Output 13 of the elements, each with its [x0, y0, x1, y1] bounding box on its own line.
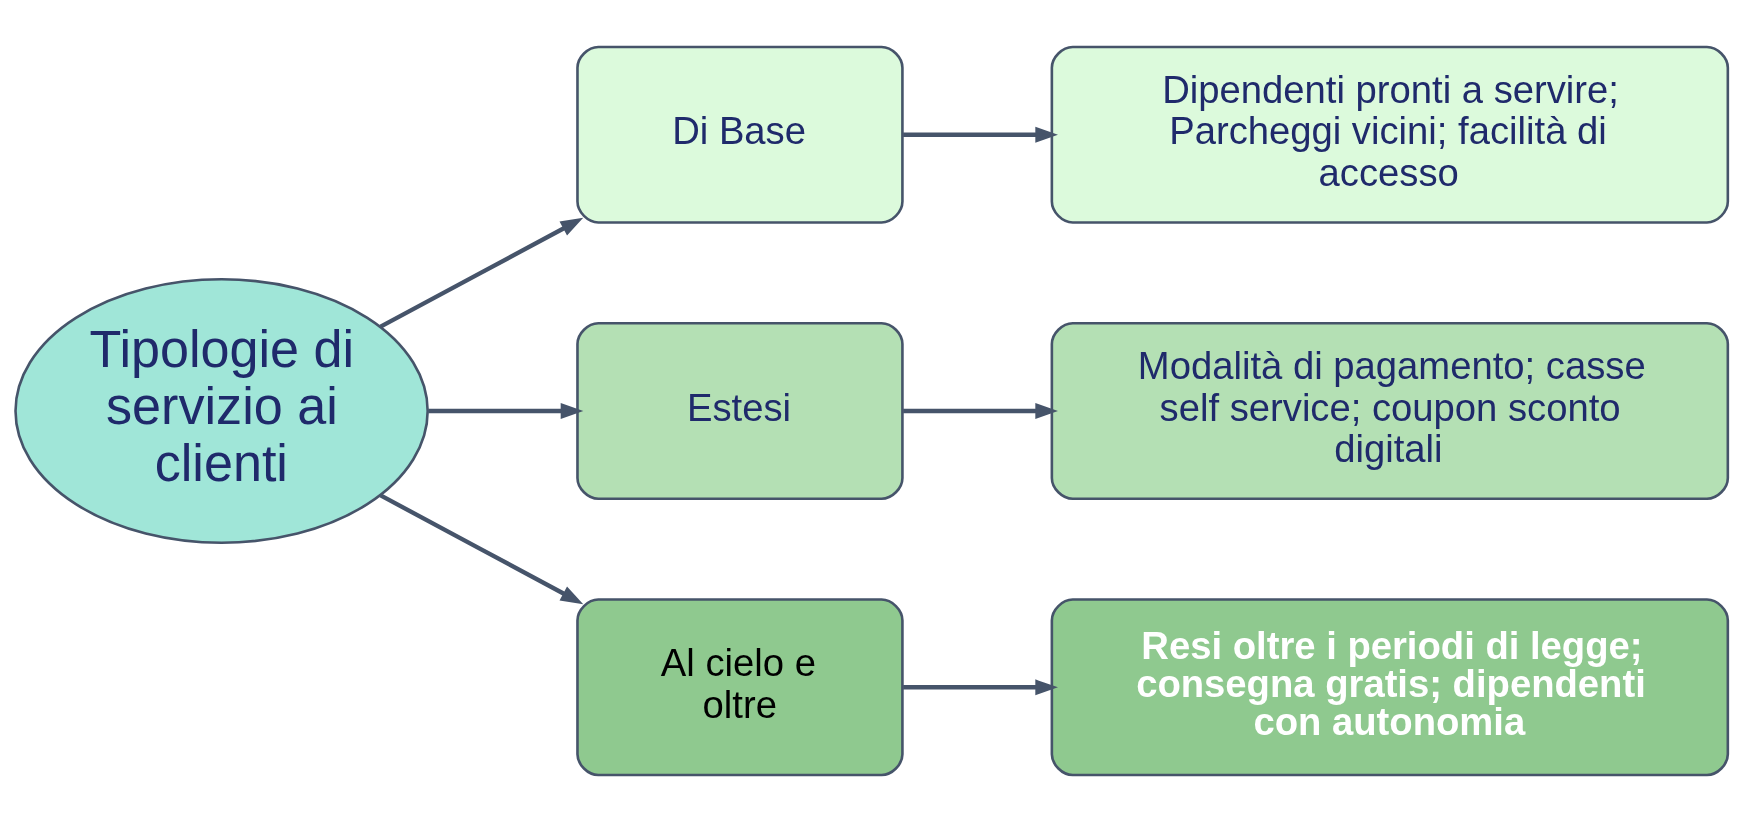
arrow — [379, 217, 584, 329]
node-box: Modalità di pagamento; casse self service; coupon sconto digitali — [1050, 321, 1730, 501]
arrow — [903, 403, 1058, 419]
arrow — [903, 679, 1058, 696]
node-box: Estesi — [576, 321, 904, 501]
node-box: Al cielo e oltre — [576, 598, 904, 777]
node-box: Resi oltre i periodi di legge; consegna gratis; dipendenti con autonomia — [1050, 598, 1730, 777]
node-box: Di Base — [576, 45, 904, 224]
arrow — [428, 403, 584, 419]
node-ellipse: Tipologie di servizio ai clienti — [14, 277, 429, 545]
arrow — [903, 126, 1058, 143]
node-box: Dipendenti pronti a servire; Parcheggi vicini; facilità di accesso — [1050, 45, 1730, 224]
arrow — [379, 493, 584, 605]
